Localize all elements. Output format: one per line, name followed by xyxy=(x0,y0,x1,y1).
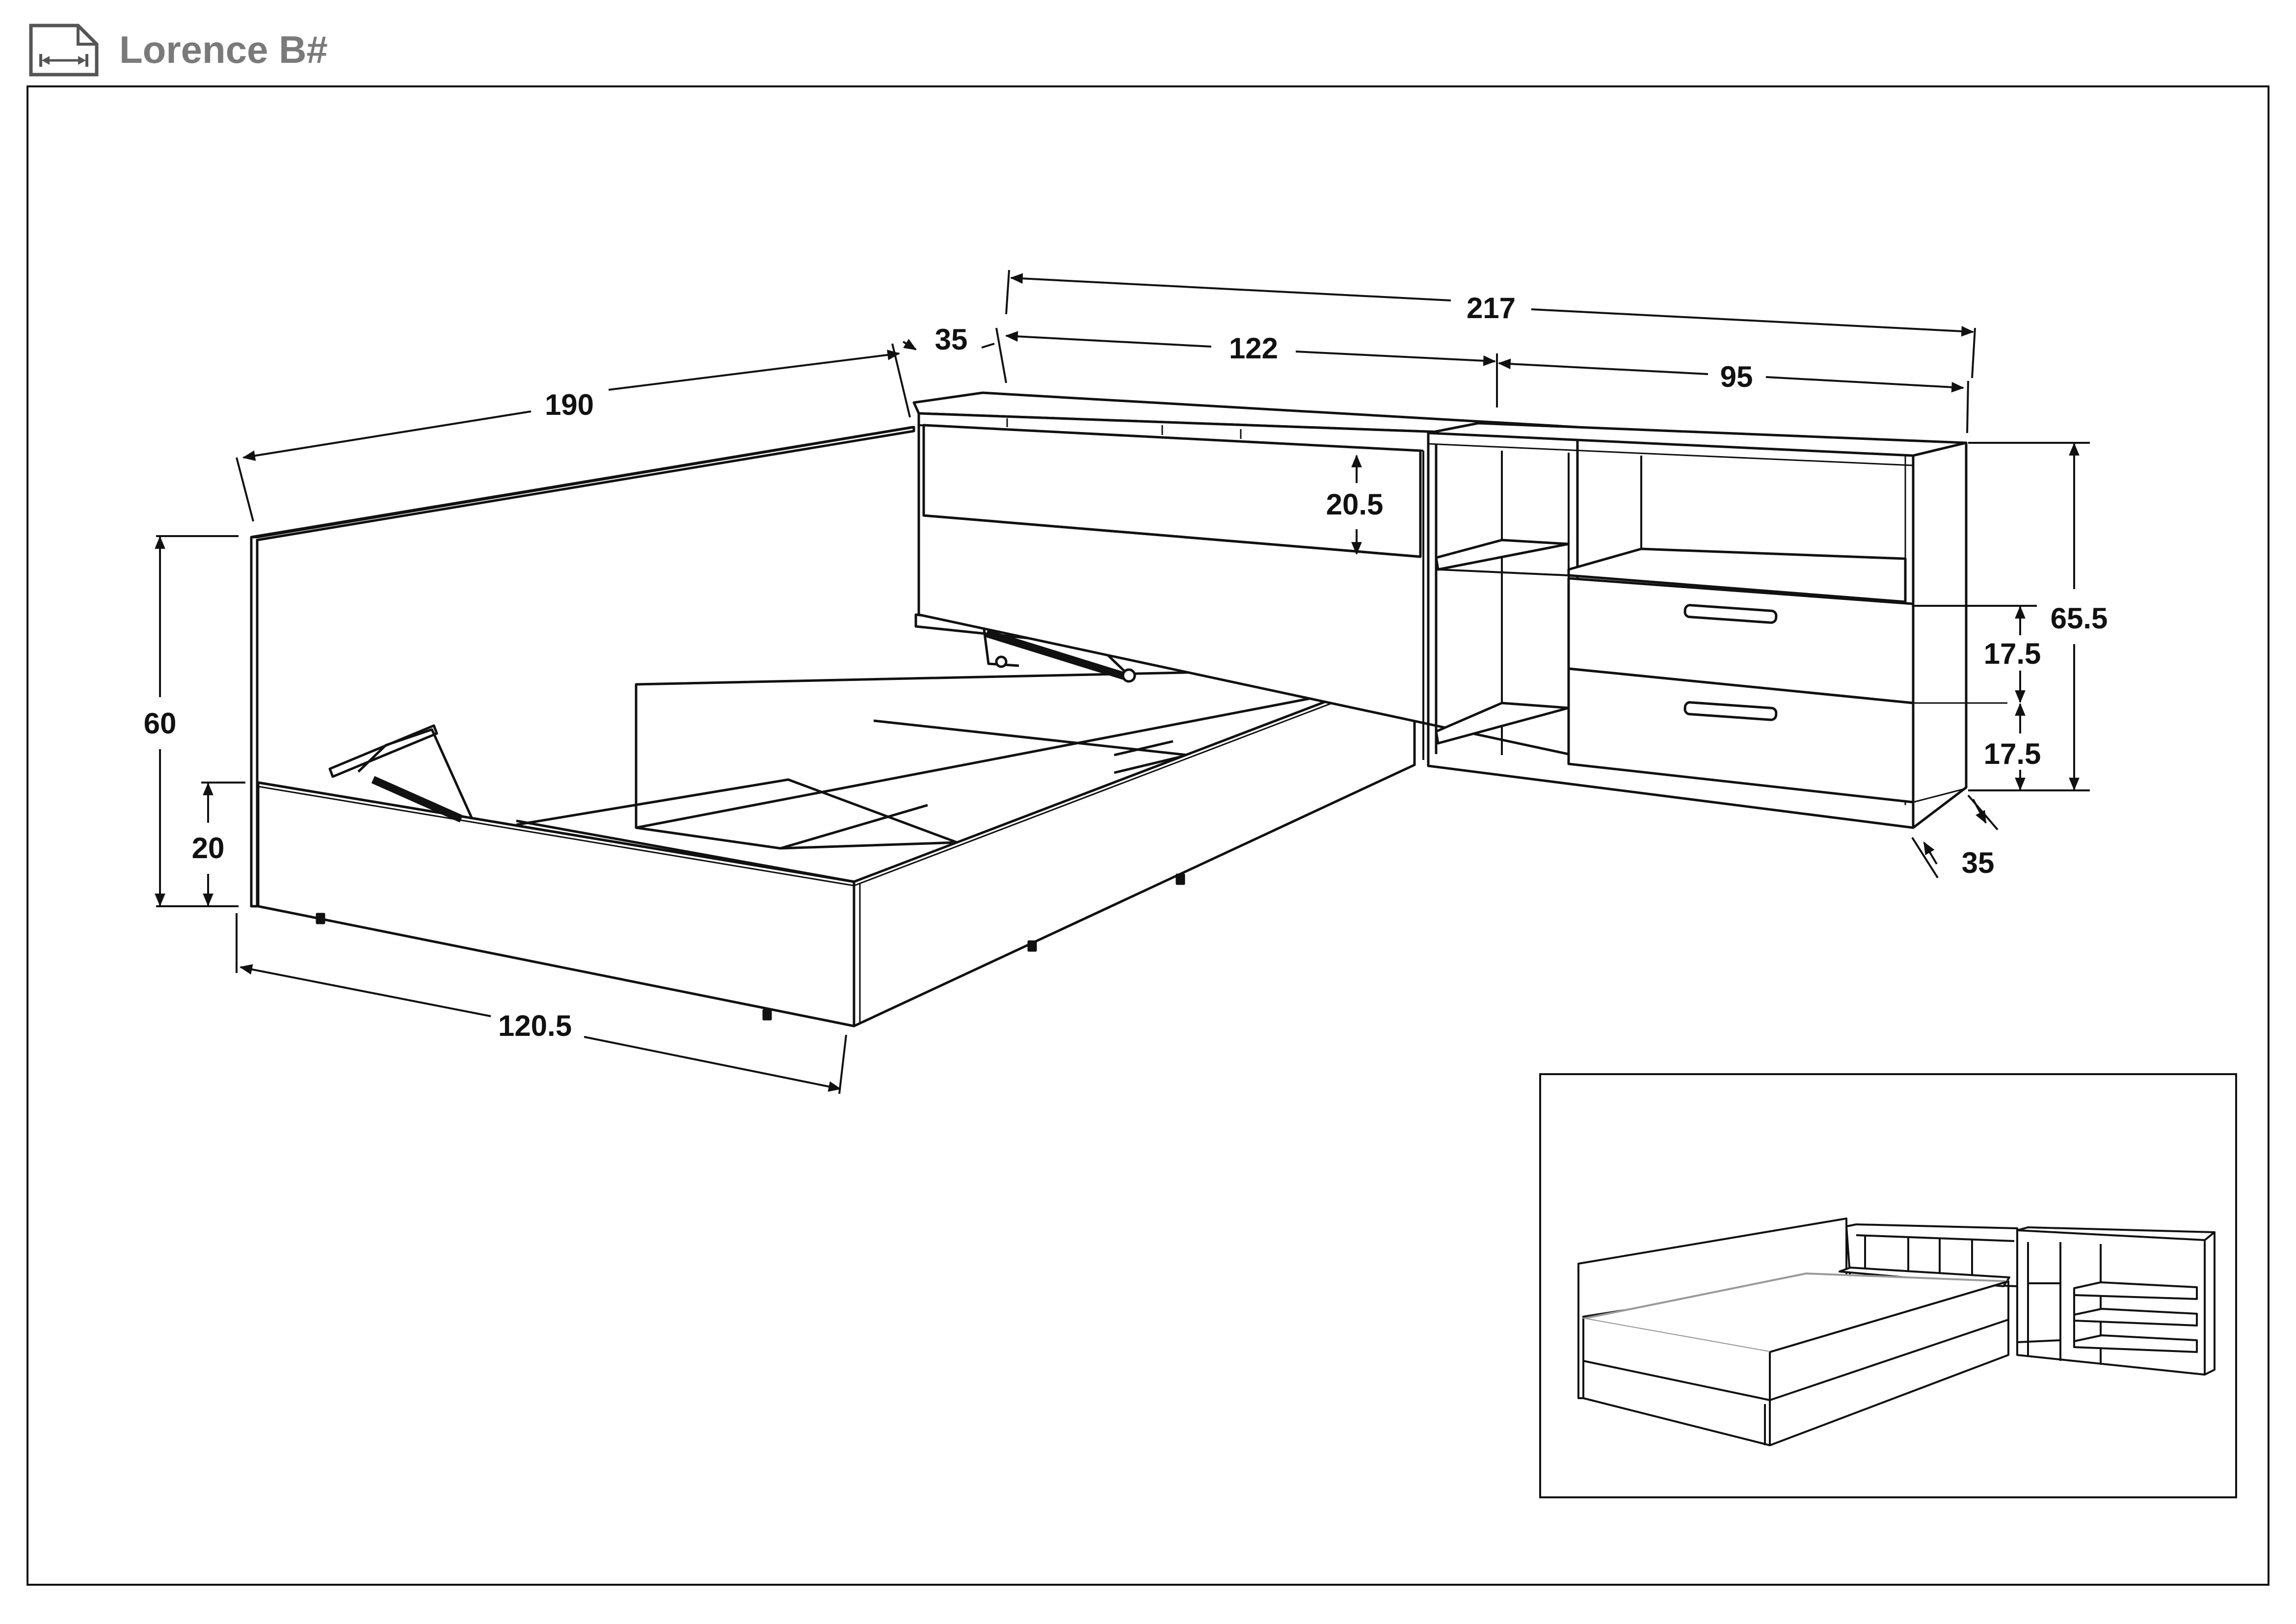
header: Lorence B# xyxy=(27,18,328,81)
dim-bed-width: 120.5 xyxy=(498,1009,572,1042)
dim-drawer-height: 20.5 xyxy=(1326,488,1384,521)
dim-cabinet-depth: 35 xyxy=(1962,846,1995,879)
dim-total-length: 217 xyxy=(1467,292,1516,325)
side-cabinet xyxy=(1427,422,2007,829)
inset-frame xyxy=(1539,1073,2237,1498)
dimensions-icon xyxy=(29,24,99,76)
dim-headboard-depth: 35 xyxy=(935,323,968,356)
inset-preview xyxy=(1577,1218,2216,1446)
drawing-frame xyxy=(27,85,2269,1586)
dimension-lines xyxy=(155,270,2090,1094)
dim-bed-length: 190 xyxy=(545,388,594,421)
dim-headboard-length: 122 xyxy=(1229,332,1278,365)
dim-cabinet-drawer-1: 17.5 xyxy=(1984,637,2041,670)
dim-cabinet-drawer-2: 17.5 xyxy=(1984,737,2041,770)
dim-bed-base-height: 20 xyxy=(192,832,225,865)
dim-bed-height: 60 xyxy=(144,707,177,740)
dim-cabinet-length: 95 xyxy=(1720,360,1753,393)
dim-cabinet-height: 65.5 xyxy=(2051,602,2108,635)
bed xyxy=(250,426,1416,1028)
headboard-cabinet xyxy=(912,391,1579,766)
dimension-labels: 190 120.5 60 20 35 122 217 95 20.5 65.5 … xyxy=(144,292,2108,1042)
page-title: Lorence B# xyxy=(119,27,328,71)
